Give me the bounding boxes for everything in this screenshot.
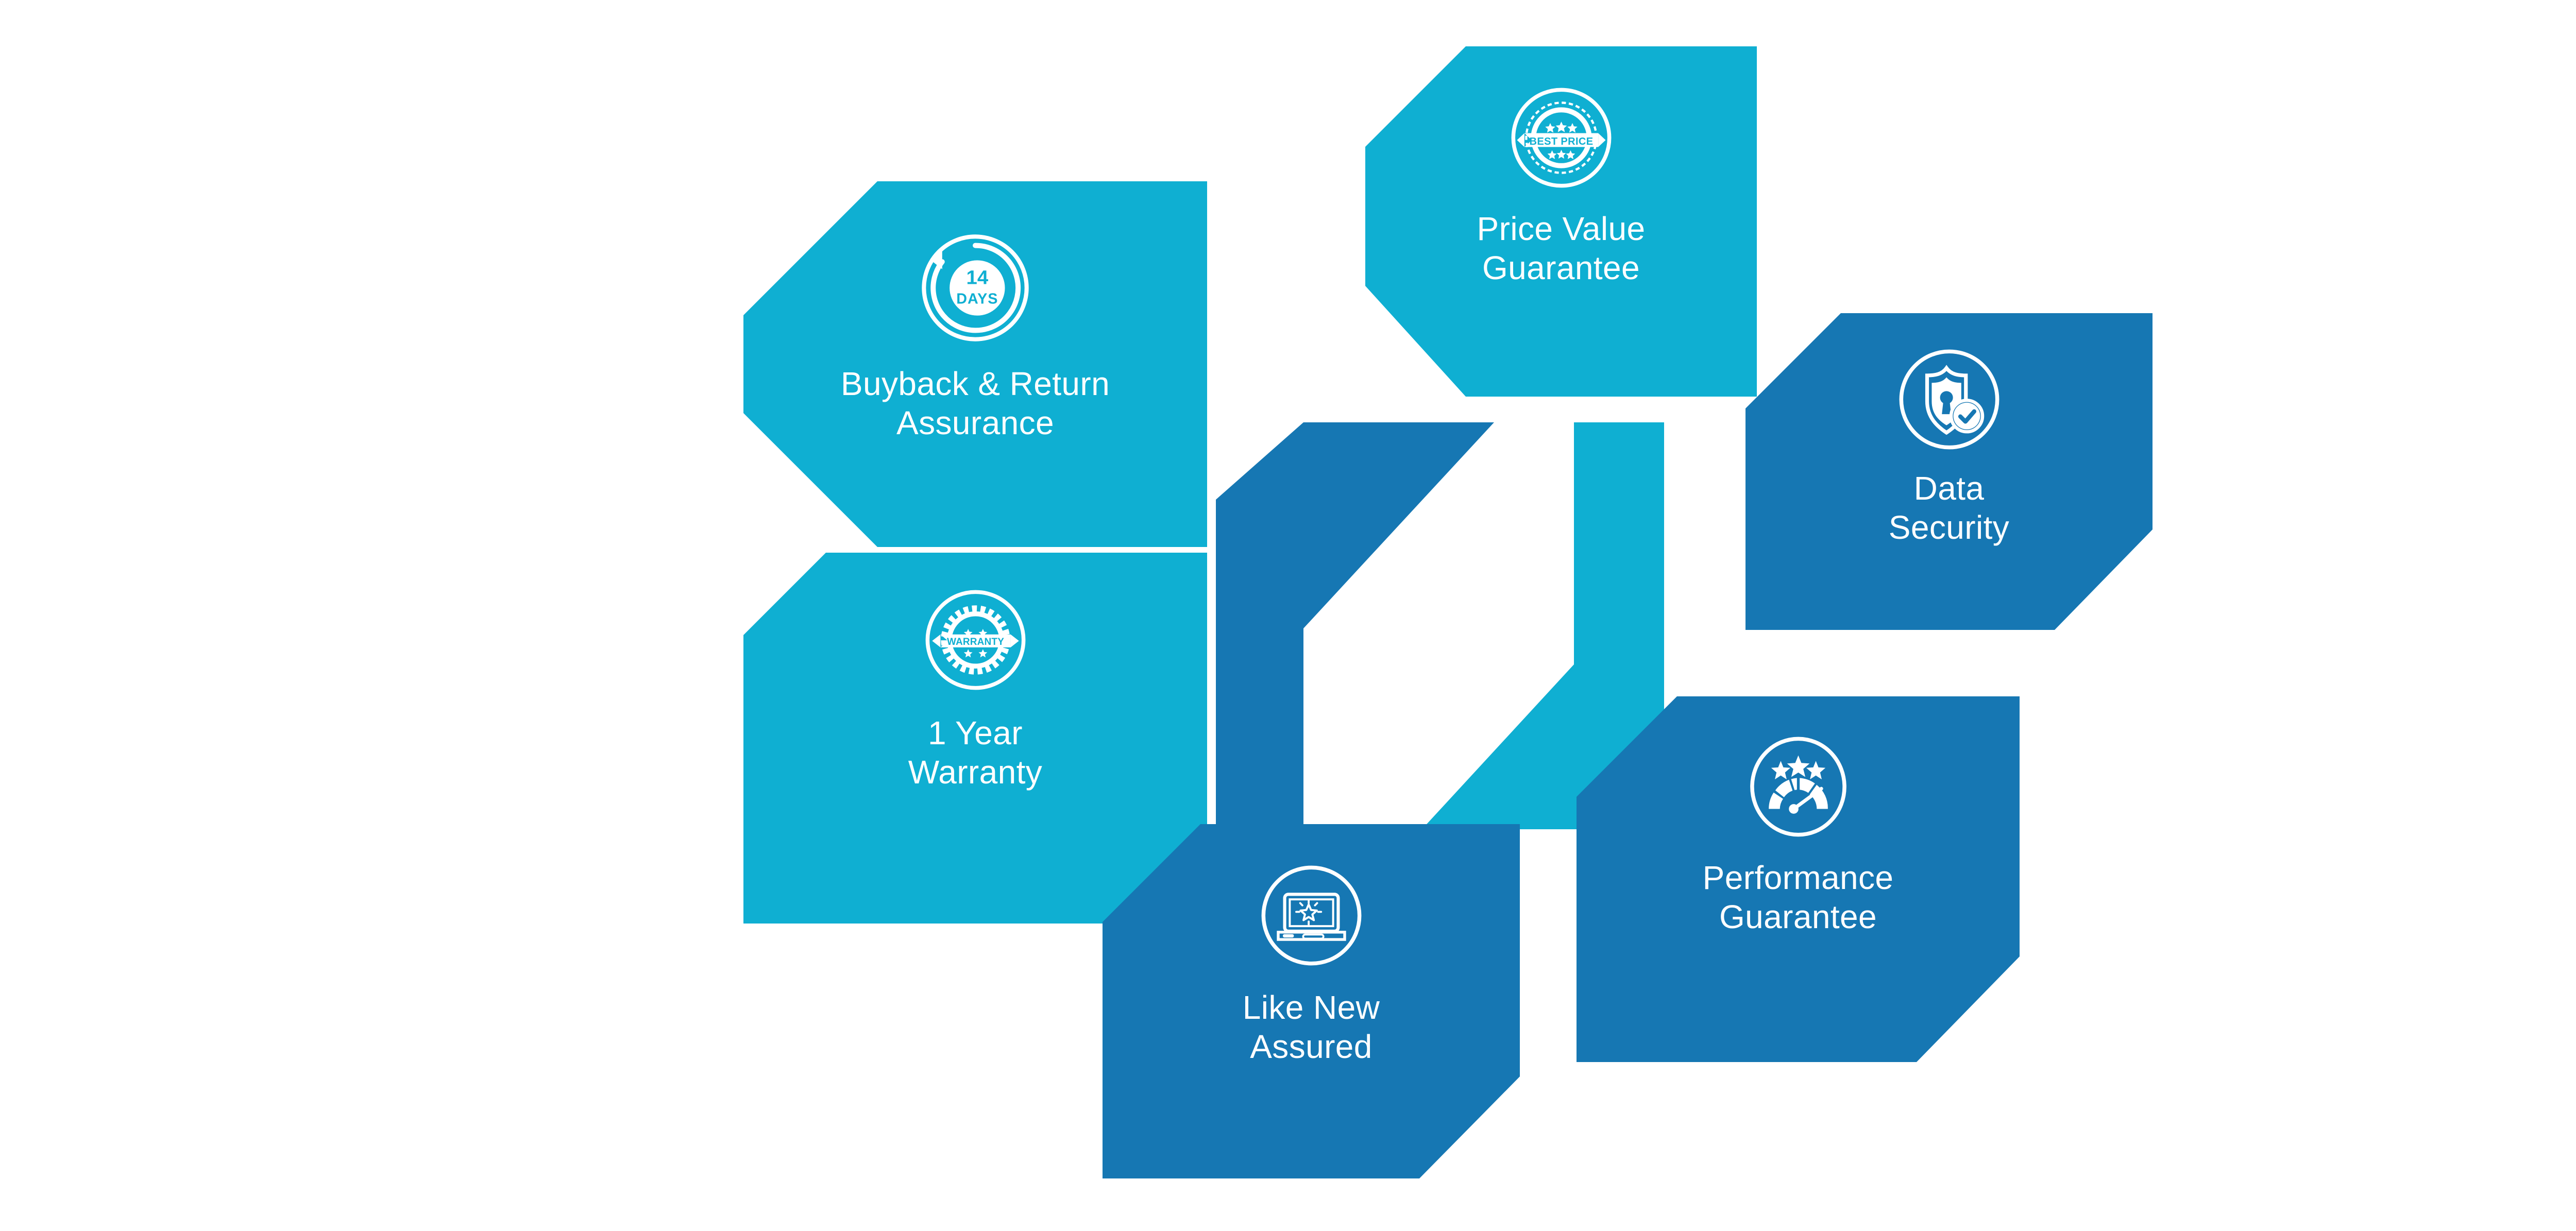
hex-tile-label: Like New Assured	[1242, 989, 1380, 1065]
hex-tile-price-value-guarantee[interactable]: BEST PRICE Price Value Guarantee	[1365, 46, 1757, 397]
best-price-badge-icon: BEST PRICE	[1365, 82, 1757, 193]
hex-tile-data-security[interactable]: Data Security	[1745, 313, 2153, 630]
hex-tile-one-year-warranty[interactable]: WARRANTY 1 Year Warranty	[743, 553, 1207, 924]
svg-text:BEST PRICE: BEST PRICE	[1529, 136, 1593, 147]
hex-tile-label: Price Value Guarantee	[1477, 210, 1646, 286]
warranty-seal-icon: WARRANTY	[743, 585, 1207, 695]
svg-text:DAYS: DAYS	[956, 291, 998, 307]
hex-tile-label: Buyback & Return Assurance	[840, 365, 1110, 441]
return-14-days-icon: 14 DAYS	[743, 229, 1207, 347]
center-accent-shape-cyan	[1422, 422, 1710, 829]
hex-tile-label: 1 Year Warranty	[908, 714, 1043, 791]
svg-text:14: 14	[967, 266, 989, 288]
hex-tile-like-new-assured[interactable]: Like New Assured	[1103, 824, 1520, 1178]
laptop-sparkle-icon	[1103, 860, 1520, 971]
center-accent-shape-blue	[1206, 422, 1494, 829]
shield-lock-check-icon	[1745, 344, 2153, 455]
svg-text:WARRANTY: WARRANTY	[946, 637, 1004, 647]
hex-tile-buyback-return-assurance[interactable]: 14 DAYS Buyback & Return Assurance	[743, 181, 1207, 547]
hex-tile-performance-guarantee[interactable]: Performance Guarantee	[1577, 696, 2020, 1062]
hex-tile-label: Performance Guarantee	[1702, 859, 1894, 935]
speedometer-stars-icon	[1577, 731, 2020, 842]
hex-tile-label: Data Security	[1888, 470, 2010, 546]
